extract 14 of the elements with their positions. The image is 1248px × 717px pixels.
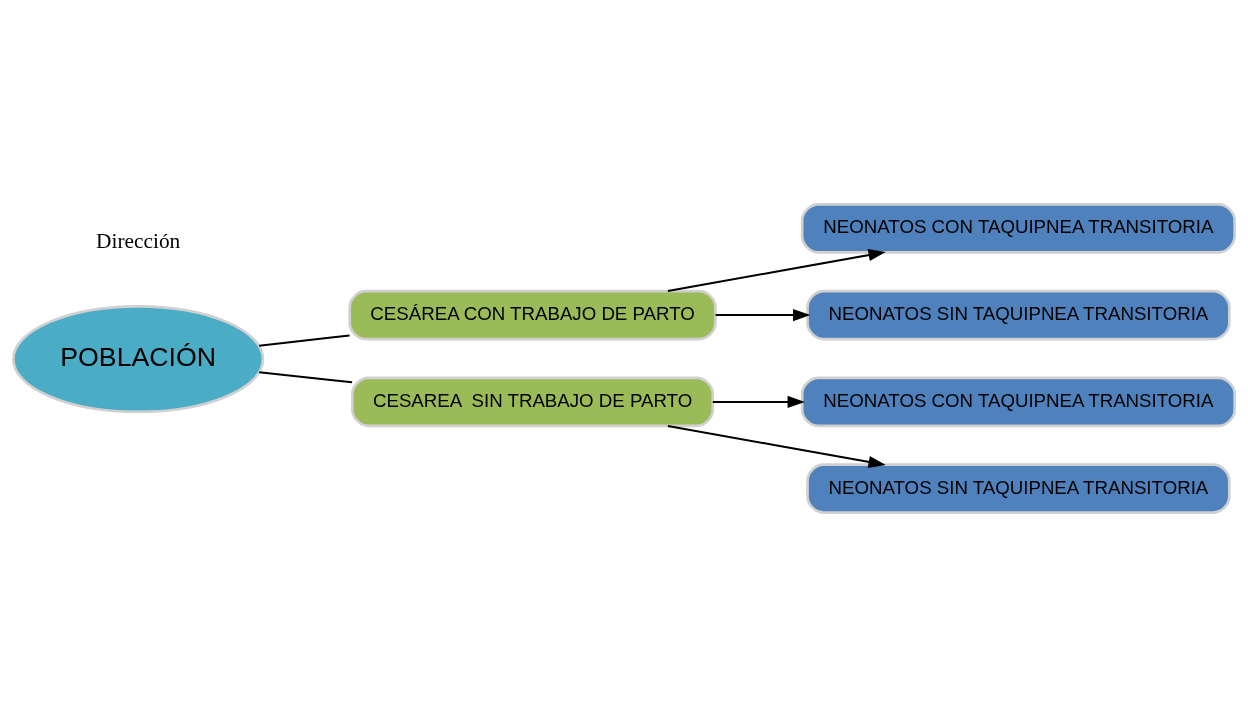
arrow	[666, 424, 886, 468]
node-ellipse: POBLACIÓN	[12, 305, 265, 414]
node-box: NEONATOS SIN TAQUIPNEA TRANSITORIA	[806, 289, 1231, 341]
node-box: NEONATOS CON TAQUIPNEA TRANSITORIA	[800, 376, 1236, 428]
arrow	[714, 309, 811, 322]
node-box: CESAREA SIN TRABAJO DE PARTO	[351, 376, 715, 428]
label: Dirección	[96, 229, 181, 254]
arrow	[666, 249, 886, 293]
connector	[258, 371, 354, 384]
node-box: NEONATOS CON TAQUIPNEA TRANSITORIA	[800, 203, 1236, 254]
node-box: NEONATOS SIN TAQUIPNEA TRANSITORIA	[806, 463, 1231, 514]
node-box: CESÁREA CON TRABAJO DE PARTO	[348, 289, 717, 341]
connector	[258, 334, 351, 347]
arrow	[711, 395, 805, 408]
